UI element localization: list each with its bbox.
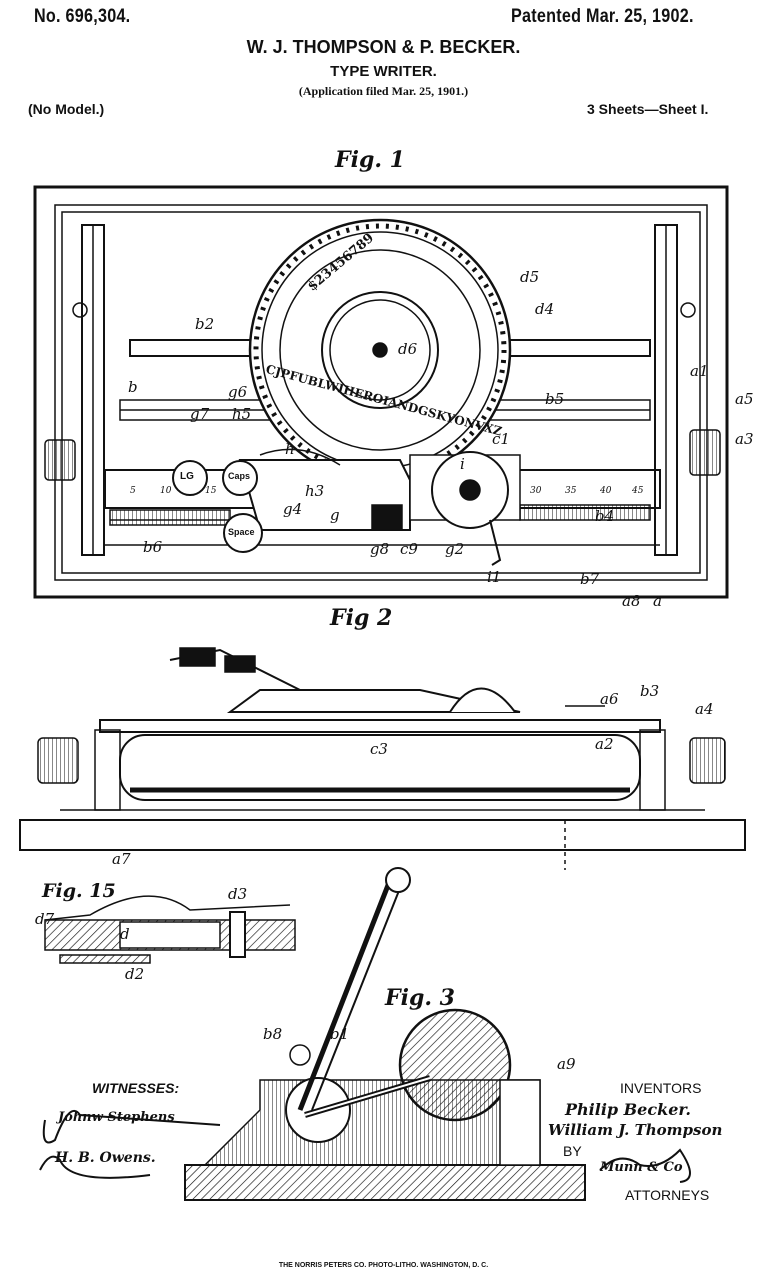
key-caps: Caps	[228, 471, 251, 481]
inventor-names: W. J. THOMPSON & P. BECKER.	[246, 37, 521, 57]
witness-2-signature: H. B. Owens.	[55, 1150, 156, 1166]
ref-label: d3	[228, 885, 248, 903]
ref-label: a6	[600, 690, 619, 708]
ref-label: b	[128, 378, 138, 396]
ref-label: d7	[35, 910, 55, 928]
ref-label: b4	[595, 507, 615, 525]
ref-label: a2	[595, 735, 614, 753]
ref-label: a5	[735, 390, 754, 408]
ref-label: g8	[370, 540, 390, 558]
figure-2-title: Fig 2	[330, 605, 393, 631]
ref-label: b2	[195, 315, 215, 333]
figure-1-drawing	[33, 185, 729, 599]
ref-label: b3	[640, 682, 660, 700]
attorney-signature-flourish	[599, 1148, 691, 1183]
ref-label: g4	[283, 500, 303, 518]
patent-date: Patented Mar. 25, 1902.	[511, 6, 694, 27]
ref-label: d4	[535, 300, 555, 318]
ref-label: h	[285, 440, 295, 458]
ref-label: a	[653, 592, 662, 610]
ref-label: a7	[112, 850, 131, 868]
ref-label: b7	[580, 570, 600, 588]
inventor-1-signature: Philip Becker.	[565, 1100, 691, 1119]
ref-label: a1	[690, 362, 709, 380]
figure-3-title: Fig. 3	[385, 985, 455, 1011]
ref-label: b8	[263, 1025, 283, 1043]
ref-label: d6	[398, 340, 418, 358]
attorneys-label: ATTORNEYS	[625, 1187, 710, 1203]
ref-label: g2	[445, 540, 465, 558]
figure-15-title: Fig. 15	[42, 880, 116, 902]
ref-label: h3	[305, 482, 325, 500]
ref-label: b6	[143, 538, 163, 556]
figure-3-drawing	[184, 867, 586, 1201]
figure-2-drawing	[19, 647, 746, 870]
ref-label: a8	[622, 592, 641, 610]
ref-label: i	[460, 455, 465, 473]
inventors-label: INVENTORS	[620, 1080, 702, 1096]
ref-label: a9	[557, 1055, 576, 1073]
ref-label: g	[330, 506, 340, 524]
ref-label: b5	[545, 390, 565, 408]
ref-label: c3	[370, 740, 388, 758]
ref-label: b1	[330, 1025, 350, 1043]
ref-label: a4	[695, 700, 714, 718]
scale-number: 10	[160, 486, 172, 496]
key-lg: LG	[180, 471, 194, 482]
scale-number: 5	[130, 486, 136, 496]
witness-signature-flourish	[39, 1109, 221, 1179]
by-label: BY	[563, 1143, 582, 1159]
ref-label: d	[120, 925, 130, 943]
ref-label: i1	[487, 568, 502, 586]
scale-number: 35	[565, 486, 577, 496]
key-space: Space	[228, 527, 255, 537]
patent-number: No. 696,304.	[34, 6, 131, 27]
witnesses-label: WITNESSES:	[92, 1080, 180, 1096]
figure-1-title: Fig. 1	[335, 147, 405, 173]
ref-label: g7	[190, 405, 210, 423]
sheet-count: 3 Sheets—Sheet I.	[587, 101, 709, 117]
inventor-2-signature: William J. Thompson	[548, 1121, 723, 1139]
scale-number: 30	[530, 486, 542, 496]
invention-title: TYPE WRITER.	[330, 63, 437, 80]
model-note: (No Model.)	[28, 101, 105, 117]
scale-number: 40	[600, 486, 612, 496]
attorney-signature: Munn & Co	[600, 1160, 683, 1175]
ref-label: a3	[735, 430, 754, 448]
scale-number: 15	[205, 486, 217, 496]
printer-footer: THE NORRIS PETERS CO. PHOTO-LITHO. WASHI…	[278, 1262, 489, 1269]
ref-label: g6	[228, 383, 248, 401]
ref-label: c1	[492, 430, 510, 448]
figure-15-drawing	[44, 895, 296, 964]
ref-label: c9	[400, 540, 418, 558]
scale-number: 45	[632, 486, 644, 496]
ref-label: d2	[125, 965, 145, 983]
ref-label: d5	[520, 268, 540, 286]
ref-label: h5	[232, 405, 252, 423]
application-date: (Application filed Mar. 25, 1901.)	[298, 84, 469, 98]
witness-1-signature: Johnw Stephens	[58, 1110, 175, 1125]
